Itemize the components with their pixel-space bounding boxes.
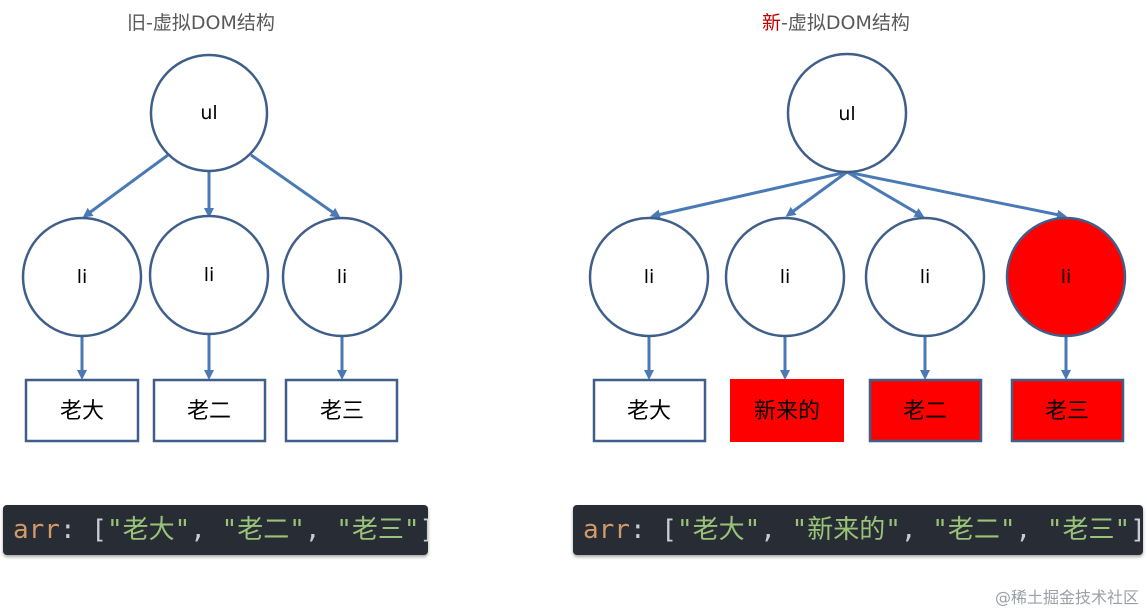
old-tree-title-text: 旧-虚拟DOM结构 [127, 12, 275, 34]
old-edge-root-li-3 [250, 153, 341, 218]
old-ul-label: ul [200, 102, 217, 124]
new-item-text-3: 老二 [903, 399, 947, 424]
new-ul-label: ul [838, 103, 855, 125]
new-li-label-4: li [1061, 266, 1072, 288]
new-edge-root-li-4 [846, 170, 1067, 220]
old-li-node-3 [281, 216, 403, 338]
new-item-text-4: 老三 [1045, 399, 1089, 424]
new-code-value-3: "老二" [932, 515, 1016, 545]
old-edge-root-li-1 [82, 153, 169, 218]
new-edge-root-li-3 [846, 170, 925, 218]
new-li-node-2 [724, 216, 846, 338]
new-li-label-3: li [920, 266, 931, 288]
new-tree-title: 新-虚拟DOM结构 [762, 8, 910, 35]
new-item-text-2: 新来的 [754, 399, 820, 424]
new-item-box-4-highlighted [1010, 378, 1125, 443]
new-edge-root-li-1 [650, 170, 848, 220]
new-code-key: arr [583, 515, 630, 545]
new-li-node-1 [588, 216, 710, 338]
old-li-node-1 [21, 216, 143, 338]
old-code-value-2: "老二" [221, 515, 305, 545]
old-code-colon: : [ [59, 515, 107, 545]
watermark: @稀土掘金技术社区 [994, 588, 1139, 607]
old-li-label-2: li [204, 264, 215, 286]
old-array-code: arr: ["老大", "老二", "老三"] [3, 505, 428, 555]
new-tree-title-rest: -虚拟DOM结构 [781, 12, 910, 34]
new-edge-root-li-2 [785, 170, 848, 217]
new-li-label-1: li [644, 266, 655, 288]
new-item-box-1 [592, 378, 707, 443]
old-li-label-1: li [77, 266, 88, 288]
new-tree-title-accent: 新 [762, 12, 782, 34]
old-li-label-3: li [337, 266, 348, 288]
new-li-node-4-highlighted [1005, 216, 1127, 338]
old-li-node-2 [148, 214, 270, 336]
old-item-box-3 [284, 378, 399, 443]
new-li-node-3 [864, 216, 986, 338]
old-item-text-3: 老三 [320, 399, 364, 424]
new-item-text-1: 老大 [627, 399, 671, 424]
old-item-box-2 [152, 378, 267, 443]
old-code-value-1: "老大" [106, 515, 191, 545]
new-item-box-3-highlighted [868, 378, 983, 443]
new-array-code: arr: ["老大", "新来的", "老二", "老三"] [573, 505, 1143, 555]
new-item-box-2-inserted [730, 379, 844, 442]
old-code-key: arr [13, 515, 60, 545]
old-item-box-1 [24, 378, 140, 443]
old-tree-title: 旧-虚拟DOM结构 [127, 8, 275, 35]
old-item-text-2: 老二 [187, 399, 231, 424]
new-code-colon: : [ [629, 515, 677, 545]
old-tree: ul li li li 老大 老二 老三 [21, 53, 403, 443]
new-code-value-1: "老大" [676, 515, 761, 545]
old-code-value-3: "老三" [336, 515, 420, 545]
new-code-value-2: "新来的" [791, 515, 901, 545]
old-ul-node [149, 53, 269, 173]
new-tree: ul li li li li 老大 新来的 老二 老三 [588, 52, 1127, 443]
new-ul-node [786, 52, 908, 174]
old-item-text-1: 老大 [60, 399, 104, 424]
new-li-label-2: li [780, 266, 791, 288]
new-code-value-4: "老三" [1046, 515, 1131, 545]
